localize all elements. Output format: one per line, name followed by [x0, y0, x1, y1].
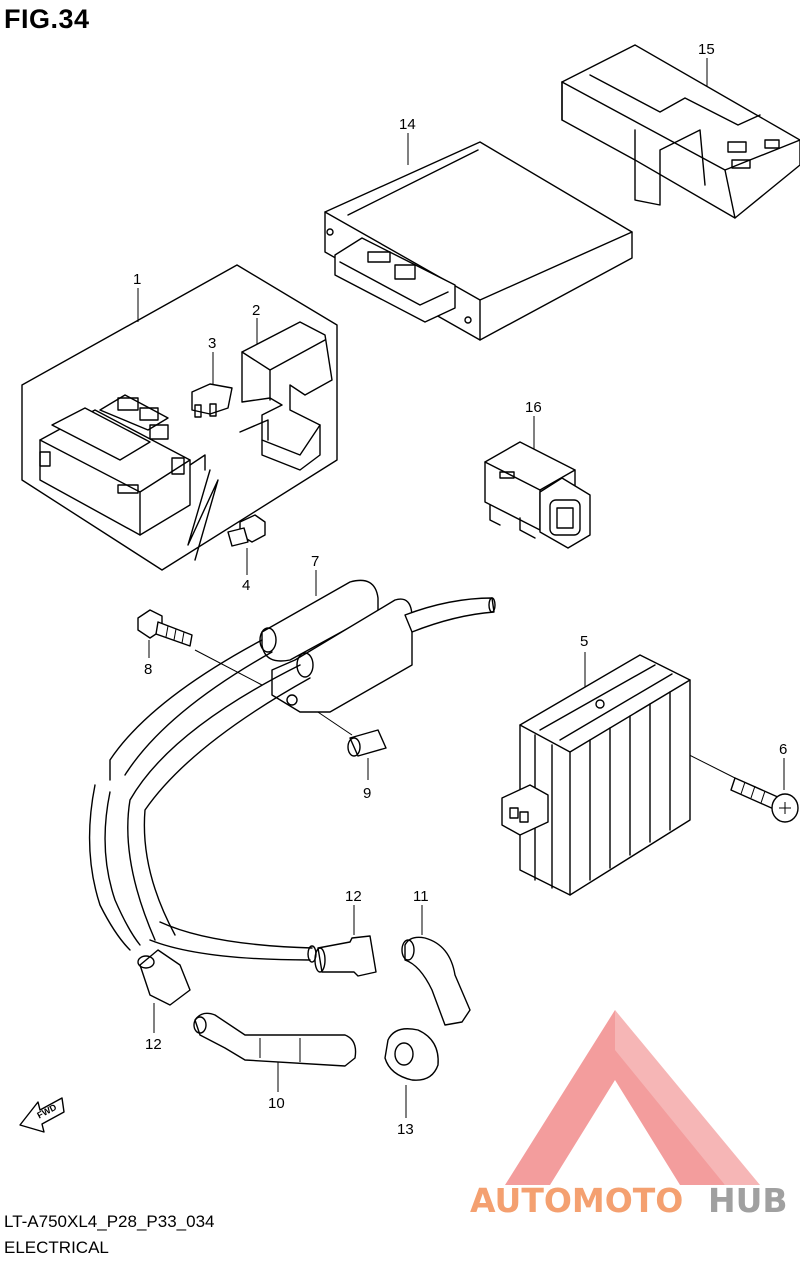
part-10-plug-cap: [193, 1012, 357, 1067]
part-14-ecm: [324, 141, 633, 341]
part-13-grommet: [384, 1028, 439, 1081]
callout-8: 8: [144, 661, 152, 678]
part-9-collar: [347, 729, 387, 757]
watermark-text-a: AUTOMOTO: [470, 1181, 683, 1220]
callout-6: 6: [779, 741, 787, 758]
part-11-plug-cap: [401, 936, 471, 1026]
callout-9: 9: [363, 785, 371, 802]
part-1-relay-assembly: [21, 264, 338, 571]
callout-13: 13: [397, 1121, 414, 1138]
part-7-ignition-coil: [88, 579, 496, 963]
part-8-bolt: [137, 609, 193, 647]
callout-12-right: 12: [345, 888, 362, 905]
callout-10: 10: [268, 1095, 285, 1112]
callout-12-left: 12: [145, 1036, 162, 1053]
callout-5: 5: [580, 633, 588, 650]
callout-2: 2: [252, 302, 260, 319]
callout-15: 15: [698, 41, 715, 58]
fwd-direction-marker: FWD: [19, 1097, 65, 1133]
watermark-logo: [505, 1010, 760, 1185]
watermark-text-b: HUB: [708, 1181, 788, 1220]
part-12-cap-left: [137, 949, 191, 1006]
footer-section-name: ELECTRICAL: [4, 1238, 109, 1257]
callout-7: 7: [311, 553, 319, 570]
callout-11: 11: [413, 888, 429, 905]
callout-16: 16: [525, 399, 542, 416]
callout-3: 3: [208, 335, 216, 352]
part-6-screw: [730, 777, 799, 823]
callout-1: 1: [133, 271, 141, 288]
callout-14: 14: [399, 116, 416, 133]
part-15-cover: [561, 44, 800, 219]
part-16-relay: [484, 441, 591, 549]
part-5-regulator-rectifier: [501, 654, 691, 896]
callout-4: 4: [242, 577, 250, 594]
part-12-cap-right: [314, 935, 377, 977]
footer-model-code: LT-A750XL4_P28_P33_034: [4, 1212, 215, 1231]
figure-title: FIG.34: [4, 4, 90, 34]
